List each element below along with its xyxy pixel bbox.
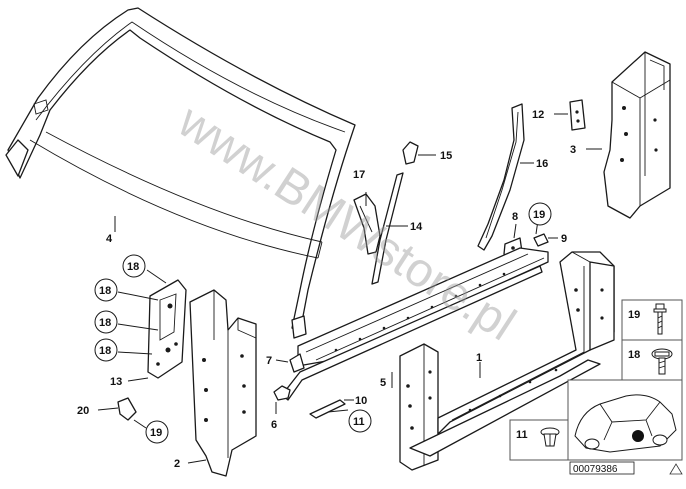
pillar-strip-part-14 [365, 172, 408, 285]
hex-bolt-icon [651, 348, 673, 375]
leader-line-2 [187, 459, 207, 464]
warning-triangle-icon [669, 463, 683, 475]
callout-11: 11 [353, 416, 365, 428]
leader-line-13 [127, 377, 149, 382]
drawing-number-box [569, 461, 635, 475]
callout-14: 14 [410, 221, 423, 233]
callout-2: 2 [174, 458, 180, 470]
clip-part-15 [402, 141, 436, 165]
front-post-part-2 [187, 289, 257, 477]
callout-1: 1 [476, 352, 482, 364]
callout-9: 9 [561, 233, 567, 245]
callout-13: 13 [110, 376, 122, 388]
callout-15: 15 [440, 150, 452, 162]
leader-line-8 [513, 223, 517, 239]
callout-18a: 18 [127, 261, 139, 273]
legend-box-11 [509, 419, 569, 461]
leader-line-11 [327, 409, 349, 413]
callout-circle-19a [528, 202, 552, 226]
callout-19b: 19 [150, 427, 162, 439]
callout-circle-18d [94, 338, 118, 362]
location-marker-icon [632, 430, 644, 442]
callout-12: 12 [532, 109, 544, 121]
pillar-reinforcement-part-3 [586, 51, 671, 219]
bracket-part-6 [273, 385, 291, 414]
strip-part-10 [309, 399, 354, 419]
clip-part-9 [533, 233, 558, 247]
callout-7: 7 [266, 355, 272, 367]
callout-18b: 18 [99, 285, 111, 297]
legend-label-19: 19 [628, 309, 640, 321]
callout-circle-18c [94, 310, 118, 334]
callout-3: 3 [570, 144, 576, 156]
callout-8: 8 [512, 211, 518, 223]
plate-part-12 [554, 99, 586, 131]
hinge-plate-part-13 [127, 279, 187, 382]
leader-line-18a [146, 269, 167, 284]
windscreen-frame-part [5, 7, 356, 339]
leader-line-18c [117, 323, 159, 331]
callout-10: 10 [355, 395, 367, 407]
legend-label-11: 11 [516, 429, 528, 441]
legend-panel: 19 18 11 [509, 299, 683, 461]
drawing-number: 00079386 [573, 464, 618, 475]
legend-label-18: 18 [628, 349, 640, 361]
callout-6: 6 [271, 419, 277, 431]
car-silhouette-icon [574, 394, 677, 453]
inner-sill-part-5 [281, 247, 549, 401]
screw-icon [653, 303, 667, 335]
callout-17: 17 [353, 169, 365, 181]
leader-line-7 [275, 359, 289, 363]
callout-circle-19b [145, 420, 169, 444]
rocker-panel-part-1 [399, 251, 615, 471]
callout-circle-18b [94, 278, 118, 302]
callout-4: 4 [106, 233, 113, 245]
callout-20: 20 [77, 405, 89, 417]
leader-line-19b [133, 419, 147, 429]
bracket-part-7 [275, 353, 305, 373]
legend-box-18 [621, 339, 683, 381]
callout-5: 5 [380, 377, 386, 389]
leader-line-18b [117, 291, 159, 301]
callout-16: 16 [536, 158, 548, 170]
pillar-trim-part-17 [353, 193, 381, 255]
leader-line-18d [117, 351, 153, 355]
leader-line-20 [97, 407, 119, 411]
callout-19a: 19 [533, 209, 545, 221]
callout-18c: 18 [99, 317, 111, 329]
callout-circle-11 [348, 409, 372, 433]
clip-fastener-icon [540, 427, 560, 447]
callout-circle-18a [122, 254, 146, 278]
clip-part-20 [97, 397, 137, 421]
seal-part-16 [477, 103, 534, 251]
callout-18d: 18 [99, 345, 111, 357]
legend-box-19 [621, 299, 683, 341]
